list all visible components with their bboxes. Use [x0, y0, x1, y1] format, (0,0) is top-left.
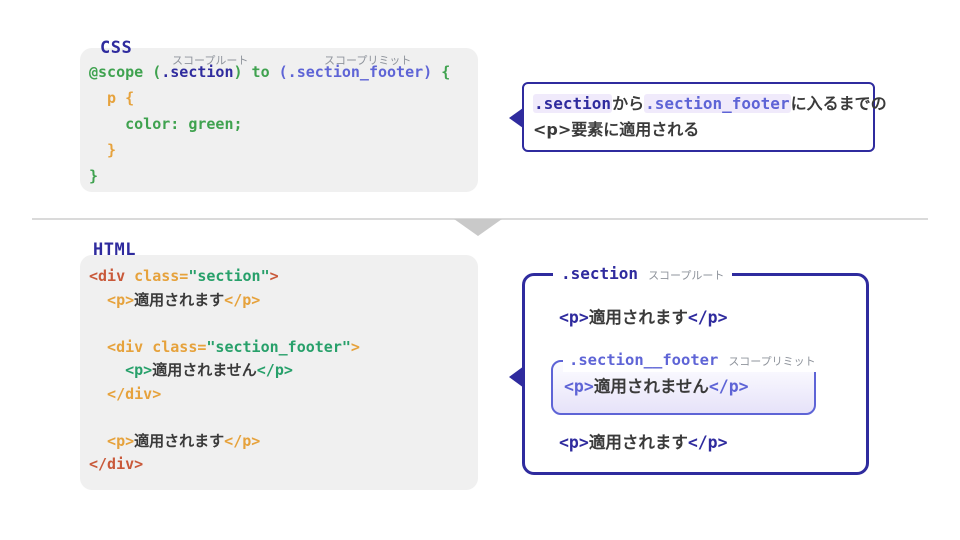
explanation-text: .sectionから.section_footerに入るまでの<p>要素に適用さ… — [533, 94, 887, 139]
scope-limit-legend: .section__footer スコープリミット — [563, 350, 822, 372]
applied-paragraph-2: <p>適用されます</p> — [559, 433, 728, 452]
scope-root-legend: .section スコープルート — [553, 264, 733, 286]
scope-visualization-box: .section スコープルート <p>適用されます</p> .section__… — [509, 264, 869, 475]
box-left-pointer-icon — [509, 366, 524, 388]
scope-root-annotation: スコープルート — [172, 54, 249, 67]
html-code: <div class="section"> <p>適用されます</p> <div… — [89, 267, 360, 473]
explanation-bubble: .sectionから.section_footerに入るまでの<p>要素に適用さ… — [509, 82, 887, 152]
html-code-panel: HTML <div class="section"> <p>適用されます</p>… — [80, 240, 478, 490]
scope-root-legend-annotation: スコープルート — [648, 269, 725, 282]
bubble-left-pointer-icon — [509, 108, 523, 128]
section-divider — [32, 218, 928, 220]
css-code: @scope (.section) to (.section_footer) {… — [89, 63, 451, 185]
not-applied-paragraph: <p>適用されません</p> — [564, 377, 749, 396]
down-arrow-icon — [454, 219, 502, 236]
scope-limit-annotation: スコープリミット — [324, 54, 412, 67]
html-panel-title: HTML — [93, 240, 136, 260]
scope-limit-selector: .section__footer — [569, 351, 719, 369]
applied-paragraph-1: <p>適用されます</p> — [559, 308, 728, 327]
css-panel-title: CSS — [100, 38, 133, 58]
css-code-panel: CSS スコープルート スコープリミット @scope (.section) t… — [80, 38, 478, 192]
scope-root-selector: .section — [561, 264, 639, 283]
scope-limit-box: .section__footer スコープリミット <p>適用されません</p> — [551, 350, 822, 415]
scope-limit-legend-annotation: スコープリミット — [728, 355, 816, 368]
